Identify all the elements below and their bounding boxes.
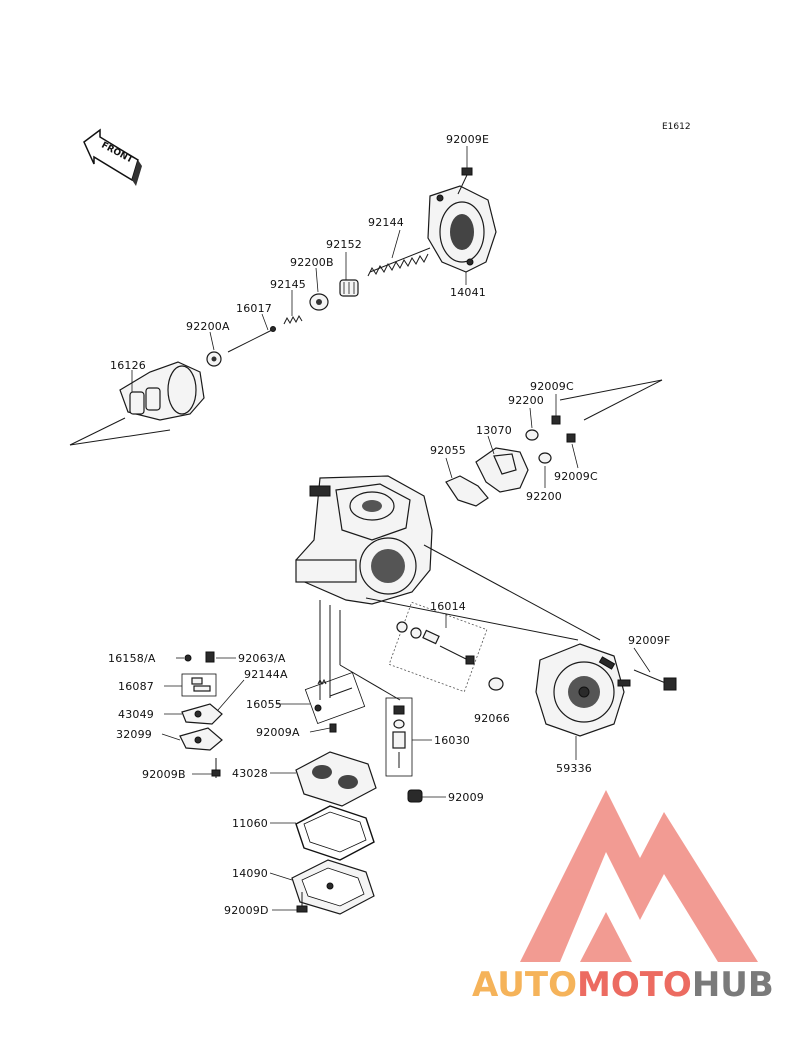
- label-16158A: 16158/A: [108, 652, 156, 665]
- label-92009F: 92009F: [628, 634, 671, 647]
- spring-92144: [367, 247, 431, 277]
- label-92152: 92152: [326, 238, 362, 251]
- label-16126: 16126: [110, 359, 146, 372]
- label-43028: 43028: [232, 767, 268, 780]
- label-59336: 59336: [556, 762, 592, 775]
- screw-92009C-right: [566, 433, 576, 443]
- label-92009B: 92009B: [142, 768, 186, 781]
- part-16055: [304, 672, 366, 724]
- part-16087: [181, 673, 217, 697]
- label-92009: 92009: [448, 791, 484, 804]
- watermark-moto: MOTO: [577, 965, 692, 1005]
- gasket-92055: [445, 475, 489, 507]
- label-43049: 43049: [118, 708, 154, 721]
- label-92009C-top: 92009C: [530, 380, 574, 393]
- part-16158A: [184, 654, 192, 662]
- label-92066: 92066: [474, 712, 510, 725]
- leader-lines: [131, 146, 651, 911]
- label-92200A: 92200A: [186, 320, 230, 333]
- label-16030: 16030: [434, 734, 470, 747]
- label-92200-bottom: 92200: [526, 490, 562, 503]
- washer-92200-bottom: [538, 452, 552, 464]
- spring-92145: [283, 314, 303, 325]
- label-92009D: 92009D: [224, 904, 269, 917]
- label-16055: 16055: [246, 698, 282, 711]
- screw-92009: [407, 789, 423, 803]
- label-92009E: 92009E: [446, 133, 489, 146]
- watermark-hub: HUB: [692, 965, 774, 1005]
- label-92200-top: 92200: [508, 394, 544, 407]
- carburetor-body: [295, 475, 601, 641]
- screw-92009B: [211, 758, 221, 778]
- screw-92009D: [296, 892, 308, 913]
- bolt-92009F: [633, 669, 677, 691]
- front-arrow-icon: FRONT: [83, 128, 142, 186]
- pump-cover-59336: [535, 643, 631, 737]
- label-14090: 14090: [232, 867, 268, 880]
- pump-16126: [69, 361, 205, 446]
- label-92144A: 92144A: [244, 668, 288, 681]
- label-92145: 92145: [270, 278, 306, 291]
- gasket-11060: [295, 805, 375, 861]
- label-16014: 16014: [430, 600, 466, 613]
- jet-assembly-16030: [385, 697, 413, 777]
- cover-14041: [427, 185, 497, 273]
- label-16017: 16017: [236, 302, 272, 315]
- label-92009A: 92009A: [256, 726, 300, 739]
- needle-16017: [227, 326, 276, 353]
- diagram-code: E1612: [662, 122, 691, 132]
- screw-92009C-top: [551, 415, 561, 425]
- part-92063A: [205, 651, 215, 663]
- part-92152: [339, 279, 359, 297]
- bracket-13070: [475, 447, 529, 493]
- watermark-logo: [520, 790, 758, 962]
- cover-32099: [179, 727, 223, 751]
- watermark-triangle-icon: [520, 790, 758, 962]
- label-92055: 92055: [430, 444, 466, 457]
- label-16087: 16087: [118, 680, 154, 693]
- washer-92200-top: [525, 429, 539, 441]
- cover-14090: [291, 859, 375, 915]
- label-92063A: 92063/A: [238, 652, 286, 665]
- diaphragm-43049: [181, 703, 223, 725]
- label-11060: 11060: [232, 817, 268, 830]
- label-14041: 14041: [450, 286, 486, 299]
- label-92144: 92144: [368, 216, 404, 229]
- screw-92009A: [329, 723, 337, 733]
- diaphragm-43028: [295, 751, 377, 807]
- watermark-auto: AUTO: [472, 965, 577, 1005]
- plug-92066: [488, 677, 504, 691]
- label-13070: 13070: [476, 424, 512, 437]
- label-92009C-right: 92009C: [554, 470, 598, 483]
- label-92200B: 92200B: [290, 256, 334, 269]
- watermark-text: AUTOMOTOHUB: [472, 965, 774, 1005]
- label-32099: 32099: [116, 728, 152, 741]
- needle-assembly-16014: [388, 601, 488, 693]
